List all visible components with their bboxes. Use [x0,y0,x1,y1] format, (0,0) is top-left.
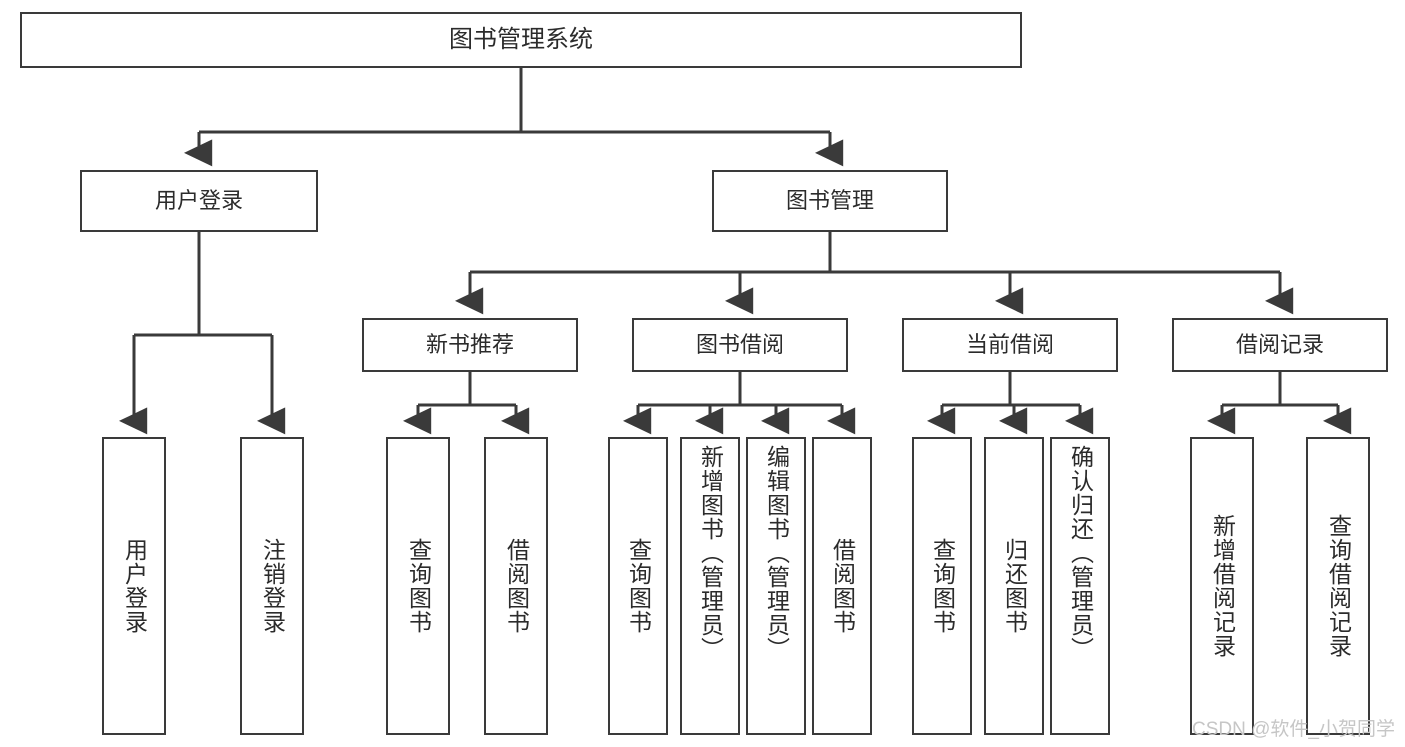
node-leaf-add-book-admin-label: 新增图书（管理员） [697,445,724,661]
node-leaf-borrow-book-recommend-label: 借阅图书 [503,538,530,634]
node-new-book-recommend-label: 新书推荐 [425,331,514,357]
node-leaf-user-login-label: 用户登录 [121,538,148,634]
user-login-to-leaves-connectors [119,232,286,435]
node-leaf-add-borrow-record[interactable]: 新增借阅记录 [1190,437,1254,735]
node-leaf-return-book[interactable]: 归还图书 [984,437,1044,735]
node-leaf-borrow-book-borrow[interactable]: 借阅图书 [812,437,872,735]
node-leaf-query-book-current-label: 查询图书 [929,538,956,634]
node-borrow-record-label: 借阅记录 [1235,331,1324,357]
node-book-management[interactable]: 图书管理 [712,170,948,232]
node-leaf-confirm-return-admin[interactable]: 确认归还（管理员） [1050,437,1110,735]
node-leaf-query-borrow-record-label: 查询借阅记录 [1325,514,1352,658]
root-to-level1-connectors [184,68,844,167]
node-current-borrow[interactable]: 当前借阅 [902,318,1118,372]
node-leaf-edit-book-admin[interactable]: 编辑图书（管理员） [746,437,806,735]
node-leaf-logout-login[interactable]: 注销登录 [240,437,304,735]
node-leaf-confirm-return-admin-label: 确认归还（管理员） [1067,445,1094,661]
node-current-borrow-label: 当前借阅 [965,331,1054,357]
node-user-login[interactable]: 用户登录 [80,170,318,232]
node-leaf-add-book-admin[interactable]: 新增图书（管理员） [680,437,740,735]
node-leaf-query-book-recommend[interactable]: 查询图书 [386,437,450,735]
node-leaf-return-book-label: 归还图书 [1001,538,1028,634]
book-borrow-to-leaves-connectors [623,372,856,435]
node-borrow-record[interactable]: 借阅记录 [1172,318,1388,372]
node-leaf-query-book-recommend-label: 查询图书 [405,538,432,634]
node-leaf-add-borrow-record-label: 新增借阅记录 [1209,514,1236,658]
node-book-borrow-label: 图书借阅 [695,331,784,357]
node-leaf-user-login[interactable]: 用户登录 [102,437,166,735]
node-leaf-query-borrow-record[interactable]: 查询借阅记录 [1306,437,1370,735]
node-user-login-label: 用户登录 [154,187,243,213]
book-management-to-level2-connectors [455,232,1294,315]
node-leaf-query-book-current[interactable]: 查询图书 [912,437,972,735]
current-borrow-to-leaves-connectors [927,372,1094,435]
node-new-book-recommend[interactable]: 新书推荐 [362,318,578,372]
node-leaf-borrow-book-borrow-label: 借阅图书 [829,538,856,634]
node-leaf-query-book-borrow[interactable]: 查询图书 [608,437,668,735]
node-leaf-logout-login-label: 注销登录 [259,538,286,634]
node-leaf-edit-book-admin-label: 编辑图书（管理员） [763,445,790,661]
node-root-label: 图书管理系统 [449,25,593,53]
node-root-system[interactable]: 图书管理系统 [20,12,1022,68]
node-leaf-borrow-book-recommend[interactable]: 借阅图书 [484,437,548,735]
node-book-management-label: 图书管理 [785,187,874,213]
node-leaf-query-book-borrow-label: 查询图书 [625,538,652,634]
node-book-borrow[interactable]: 图书借阅 [632,318,848,372]
new-book-recommend-to-leaves-connectors [403,372,530,435]
borrow-record-to-leaves-connectors [1207,372,1352,435]
